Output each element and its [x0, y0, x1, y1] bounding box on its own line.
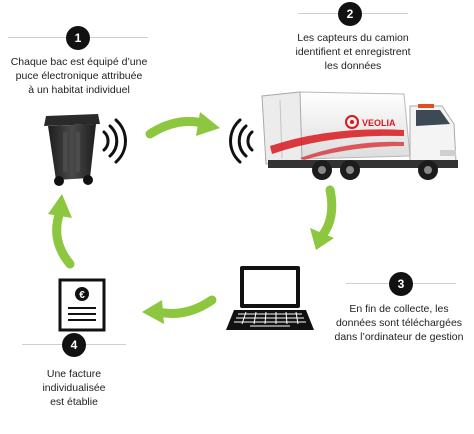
arrow-laptop-to-invoice: [142, 295, 217, 324]
euro-symbol: €: [79, 290, 85, 301]
step-4-badge: 4: [62, 333, 86, 357]
arrow-invoice-to-bin: [48, 194, 75, 269]
arrow-bin-to-truck: [145, 112, 220, 139]
step-2-badge: 2: [338, 2, 362, 26]
truck-brand-label: VEOLIA: [362, 118, 396, 128]
garbage-truck-icon: VEOLIA: [261, 91, 458, 180]
step-1-badge: 1: [66, 26, 90, 50]
step-2-caption: Les capteurs du camion identifient et en…: [295, 32, 411, 72]
step-4-caption: Une facture individualisée est établie: [42, 368, 106, 408]
bin-signal-icon: [102, 118, 127, 164]
wheelie-bin-icon: [44, 114, 100, 186]
truck-signal-icon: [229, 118, 254, 164]
arrow-truck-to-laptop: [310, 185, 337, 250]
step-3-caption: En fin de collecte, les données sont tél…: [334, 303, 464, 343]
step-3-badge: 3: [389, 272, 413, 296]
invoice-icon: €: [58, 278, 106, 332]
step-1-caption: Chaque bac est équipé d’une puce électro…: [10, 56, 148, 96]
laptop-icon: [226, 266, 314, 330]
